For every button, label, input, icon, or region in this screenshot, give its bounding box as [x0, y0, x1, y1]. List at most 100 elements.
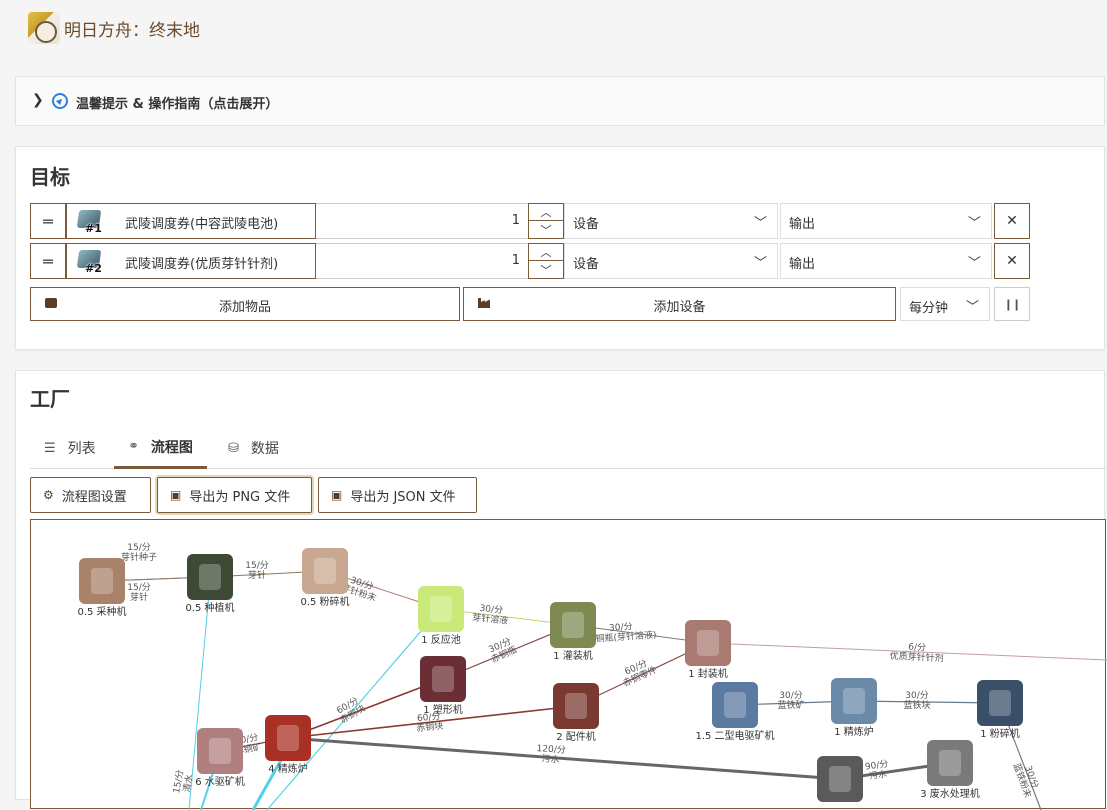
chevron-up-icon[interactable]: ︿	[529, 204, 563, 221]
chevron-down-icon[interactable]: ﹀	[540, 263, 552, 277]
mode-select[interactable]: 设备﹀	[564, 243, 778, 279]
edge-rate: 15/分	[171, 769, 186, 794]
machine-icon[interactable]	[550, 602, 596, 648]
machine-icon[interactable]	[712, 682, 758, 728]
node-label: 3 废水处理机	[920, 787, 980, 800]
gear-icon: ⚙	[43, 488, 54, 502]
close-icon[interactable]: ✕	[994, 243, 1030, 279]
quantity-stepper[interactable]: ︿ ﹀	[528, 243, 564, 279]
flow-node[interactable]: 1 精炼炉	[831, 678, 877, 738]
machine-icon[interactable]	[817, 756, 863, 802]
character-avatar-icon	[28, 12, 60, 44]
machine-glyph	[91, 568, 113, 594]
flow-node[interactable]: 6 水驱矿机	[195, 728, 245, 788]
machine-icon[interactable]	[553, 683, 599, 729]
drag-handle-icon[interactable]: ═	[30, 243, 66, 279]
flow-node[interactable]: 1 粉碎机	[977, 680, 1023, 740]
edge-item: 芽针溶液	[472, 611, 509, 627]
quantity-input[interactable]: 1	[316, 243, 528, 279]
factory-title: 工厂	[30, 387, 70, 411]
flow-node[interactable]: 0.5 采种机	[77, 558, 127, 618]
flow-node[interactable]: 4 精炼炉	[265, 715, 311, 775]
tab-flowchart[interactable]: ⚭流程图	[114, 427, 207, 469]
machine-icon[interactable]	[420, 656, 466, 702]
machine-icon[interactable]	[927, 740, 973, 786]
pause-icon[interactable]: ❙❙	[994, 287, 1030, 321]
flow-node[interactable]: 1 灌装机	[550, 602, 596, 662]
machine-icon[interactable]	[265, 715, 311, 761]
machine-icon[interactable]	[977, 680, 1023, 726]
edge-rate: 120/分	[536, 743, 566, 756]
edge-line	[251, 759, 283, 810]
quantity-input[interactable]: 1	[316, 203, 528, 239]
edge-line	[266, 607, 442, 810]
chevron-up-icon[interactable]: ︿	[529, 244, 563, 261]
chevron-down-icon[interactable]: ﹀	[540, 223, 552, 237]
chevron-right-icon[interactable]: ❯	[32, 92, 44, 108]
chevron-down-icon: ﹀	[967, 216, 981, 231]
node-label: 2 配件机	[556, 730, 596, 743]
type-select[interactable]: 输出﹀	[780, 243, 992, 279]
tips-panel[interactable]: ❯ 温馨提示 & 操作指南（点击展开）	[15, 76, 1105, 126]
node-label: 1 粉碎机	[980, 727, 1020, 740]
machine-icon[interactable]	[197, 728, 243, 774]
machine-glyph	[565, 693, 587, 719]
edge-rate: 90/分	[864, 758, 889, 772]
item-selector[interactable]: #1 武陵调度券(中容武陵电池)	[66, 203, 316, 239]
close-icon[interactable]: ✕	[994, 203, 1030, 239]
database-icon: ⛁	[228, 440, 239, 456]
edge-item: 优质芽针针剂	[889, 650, 944, 665]
add-device-button[interactable]: 添加设备	[463, 287, 896, 321]
export-json-button[interactable]: ▣导出为 JSON 文件	[318, 477, 477, 513]
item-selector[interactable]: #2 武陵调度券(优质芽针针剂)	[66, 243, 316, 279]
machine-icon[interactable]	[685, 620, 731, 666]
tab-data[interactable]: ⛁数据	[228, 440, 279, 458]
target-title: 目标	[30, 165, 70, 189]
quantity-stepper[interactable]: ︿ ﹀	[528, 203, 564, 239]
flow-node[interactable]: 1.5 二型电驱矿机	[695, 682, 775, 742]
item-name: 武陵调度券(优质芽针针剂)	[125, 257, 279, 272]
flow-node[interactable]: 2 配件机	[553, 683, 599, 743]
flow-node[interactable]: 3 废水处理机	[920, 740, 980, 800]
node-label: 0.5 种植机	[185, 601, 234, 614]
node-label: 1 塑形机	[423, 703, 463, 716]
tips-label[interactable]: 温馨提示 & 操作指南（点击展开）	[76, 97, 279, 112]
node-label: 1 反应池	[421, 633, 461, 646]
machine-icon[interactable]	[418, 586, 464, 632]
edge-line	[287, 705, 577, 739]
machine-icon[interactable]	[187, 554, 233, 600]
edge-line	[707, 642, 1107, 661]
flow-node[interactable]: 1 反应池	[418, 586, 464, 646]
machine-glyph	[939, 750, 961, 776]
add-item-button[interactable]: 添加物品	[30, 287, 460, 321]
machine-icon[interactable]	[831, 678, 877, 724]
flow-settings-button[interactable]: ⚙流程图设置	[30, 477, 151, 513]
machine-glyph	[209, 738, 231, 764]
flow-node[interactable]: 0.5 粉碎机	[300, 548, 350, 608]
flow-node[interactable]: 0.5 种植机	[185, 554, 235, 614]
edge-rate: 30/分	[479, 603, 504, 616]
mode-select[interactable]: 设备﹀	[564, 203, 778, 239]
flow-node[interactable]	[817, 756, 863, 802]
chevron-down-icon: ﹀	[753, 216, 767, 231]
flow-node[interactable]: 1 封装机	[685, 620, 731, 680]
chevron-down-icon: ﹀	[967, 256, 981, 271]
node-label: 4 精炼炉	[268, 762, 308, 775]
node-label: 6 水驱矿机	[195, 775, 245, 788]
drag-handle-icon[interactable]: ═	[30, 203, 66, 239]
machine-icon[interactable]	[302, 548, 348, 594]
type-select[interactable]: 输出﹀	[780, 203, 992, 239]
rate-select[interactable]: 每分钟﹀	[900, 287, 990, 321]
export-png-button[interactable]: ▣导出为 PNG 文件	[157, 477, 312, 513]
tab-list[interactable]: ☰列表	[44, 440, 96, 458]
compass-icon	[52, 93, 68, 109]
machine-icon[interactable]	[79, 558, 125, 604]
flow-node[interactable]: 1 塑形机	[420, 656, 466, 716]
